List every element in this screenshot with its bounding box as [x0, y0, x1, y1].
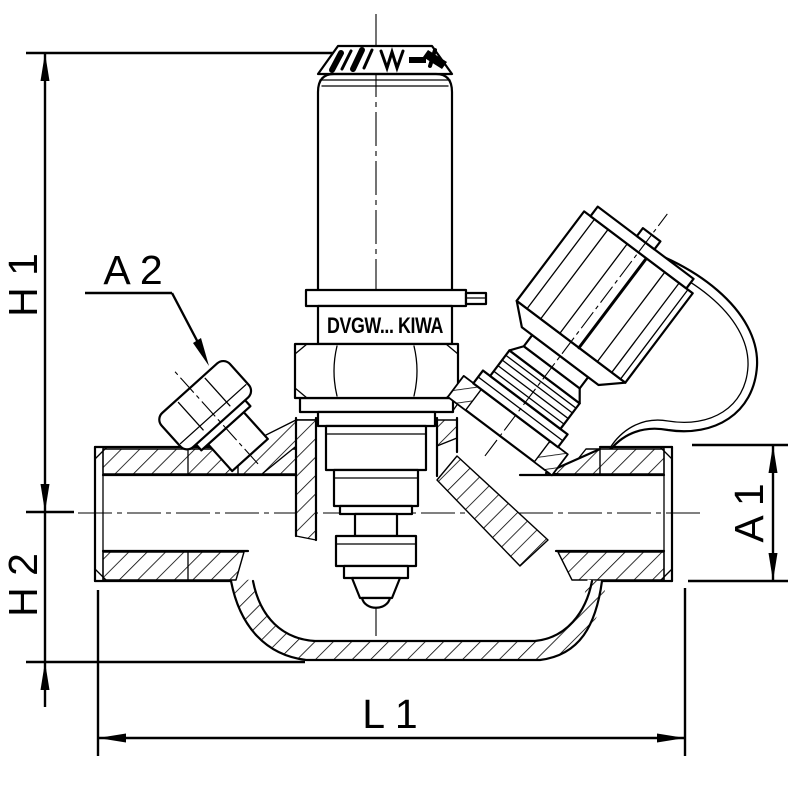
- hex-nut: [293, 342, 460, 400]
- h2-label: H 2: [0, 553, 46, 617]
- handwheel-assembly: [446, 205, 695, 477]
- label-a2-leader: A 2: [85, 247, 209, 366]
- dimension-l1: L 1: [96, 588, 687, 756]
- dimension-h2: H 2: [0, 512, 305, 707]
- l1-label: L 1: [362, 691, 417, 737]
- central-cartridge: [298, 396, 455, 609]
- top-actuator-cap: DVGW... KIWA: [293, 44, 488, 400]
- cap-retainer-loop: [604, 238, 759, 458]
- port-axis-centerline: [174, 371, 259, 465]
- right-pipe-bottom-wall: [557, 551, 665, 581]
- bowl-outer-wall: [229, 579, 604, 662]
- bonnet-left-wall: [295, 419, 317, 541]
- handwheel-axis-centerline: [484, 213, 668, 457]
- left-pipe-bottom-wall: [102, 551, 245, 581]
- cap-body: [316, 72, 454, 292]
- test-port-cap: [158, 359, 269, 473]
- dvgw-kiwa-marking: DVGW... KIWA: [327, 313, 443, 338]
- handwheel-ribs: [526, 218, 689, 380]
- marking-band: [316, 304, 454, 346]
- bowl-inner-wall: [251, 579, 594, 643]
- dimension-a1: A 1: [688, 443, 788, 583]
- cap-flange: [304, 288, 468, 308]
- h1-label: H 1: [0, 253, 46, 317]
- dimension-h1: H 1: [0, 51, 333, 514]
- a2-label: A 2: [103, 247, 162, 293]
- bonnet-right-wall: [436, 419, 458, 447]
- bowl-wall-hatch: [232, 578, 607, 660]
- a1-label: A 1: [726, 483, 772, 542]
- right-internal-wall: [436, 455, 549, 567]
- knurl-marks: [329, 46, 447, 73]
- valve-body: [93, 391, 674, 662]
